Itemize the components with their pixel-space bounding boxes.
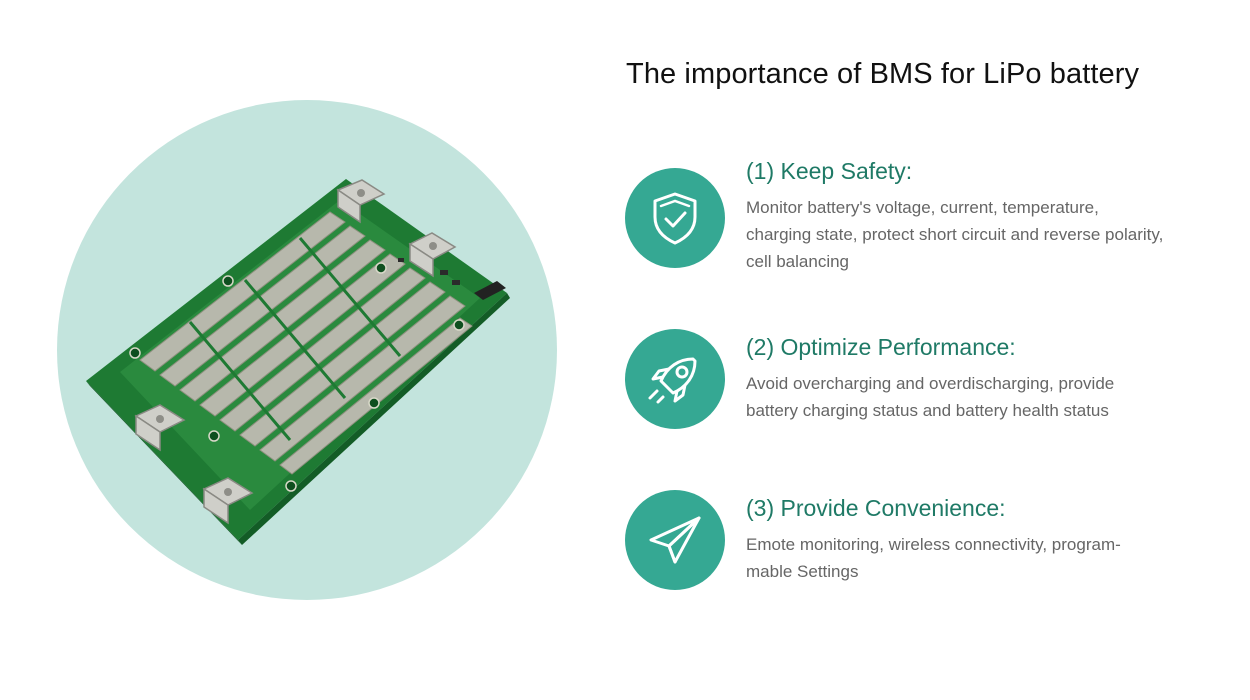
feature-description-optimize-performance: Avoid overcharging and overdischarging, … bbox=[746, 374, 1115, 420]
feature-heading-keep-safety: (1) Keep Safety: bbox=[746, 158, 913, 184]
feature-heading-provide-convenience: (3) Provide Convenience: bbox=[746, 495, 1006, 521]
paper-plane-icon bbox=[625, 490, 725, 590]
feature-description-keep-safety: Monitor battery's voltage, current, temp… bbox=[746, 198, 1164, 271]
feature-heading-optimize-performance: (2) Optimize Performance: bbox=[746, 334, 1016, 360]
feature-description-provide-convenience: Emote monitoring, wireless connectivity,… bbox=[746, 535, 1121, 581]
rocket-icon bbox=[625, 329, 725, 429]
hero-circle-background bbox=[57, 100, 557, 600]
shield-check-icon bbox=[625, 168, 725, 268]
page-title: The importance of BMS for LiPo battery bbox=[626, 58, 1140, 90]
